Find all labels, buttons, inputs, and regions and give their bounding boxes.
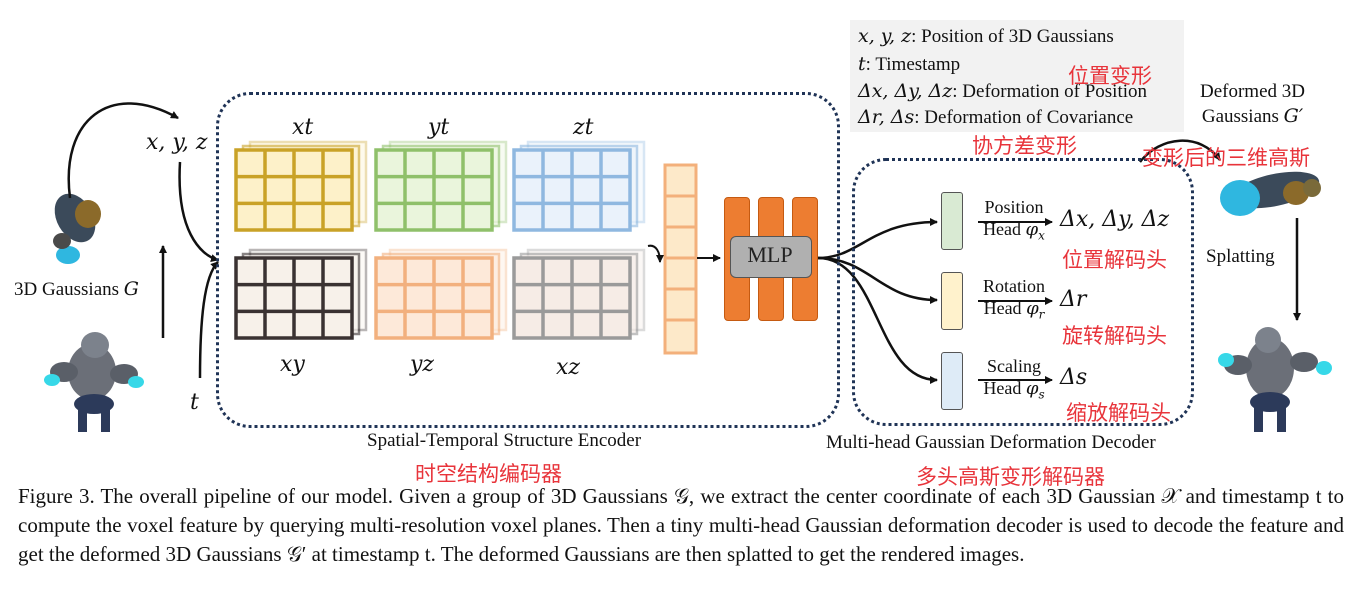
legend-text-4: : Deformation of Covariance — [914, 107, 1134, 128]
arrow-decoder-to-deformed — [1139, 139, 1222, 163]
legend-sym-1: x, y, z — [858, 25, 912, 47]
arrow-mlp-to-rotation-head — [817, 256, 938, 304]
legend-zh-position: 位置变形 — [1068, 64, 1152, 88]
encoder-title-zh: 时空结构编码器 — [415, 462, 562, 486]
scaling-output: Δs — [1060, 365, 1088, 390]
arrow-mlp-to-position-head — [817, 218, 938, 260]
input-character-image — [44, 332, 144, 432]
legend-line-3: Δx, Δy, Δz: Deformation of Position — [858, 80, 1147, 103]
deformed-label: Deformed 3D Gaussians G′ — [1200, 80, 1305, 129]
legend-box — [850, 20, 1184, 132]
deformed-label-line2: Gaussians G′ — [1201, 105, 1304, 127]
decoder-panel — [852, 158, 1194, 426]
plane-grid-xt — [234, 140, 368, 232]
deformed-label-zh: 变形后的三维高斯 — [1142, 146, 1310, 170]
decoder-title: Multi-head Gaussian Deformation Decoder — [826, 432, 1156, 453]
scaling-head-name: Scaling — [987, 356, 1041, 376]
encoder-title: Spatial-Temporal Structure Encoder — [367, 430, 642, 451]
rotation-head-label: Rotation Head φr — [976, 275, 1052, 326]
plane-label-xz: xz — [556, 355, 580, 380]
plane-label-xt: xt — [292, 115, 314, 140]
rotation-head-box — [941, 272, 963, 330]
deformed-label-line1: Deformed 3D — [1200, 81, 1305, 102]
position-head-label: Position Head φx — [976, 196, 1052, 247]
rendered-character-image — [1218, 327, 1332, 432]
legend-sym-4: Δr, Δs — [858, 106, 915, 128]
mlp-label-box — [730, 236, 812, 278]
legend-line-4: Δr, Δs: Deformation of Covariance — [858, 106, 1133, 129]
scaling-head-sub: Head φs — [983, 378, 1045, 402]
plane-grid-zt — [512, 140, 646, 232]
legend-sym-3: Δx, Δy, Δz — [858, 80, 953, 102]
plane-grid-xy — [234, 248, 368, 340]
plane-label-xy: xy — [280, 352, 305, 377]
scaling-head-zh: 缩放解码头 — [1066, 401, 1171, 425]
position-output: Δx, Δy, Δz — [1060, 207, 1170, 232]
rotation-head-zh: 旋转解码头 — [1062, 324, 1167, 348]
encoder-panel — [216, 92, 840, 428]
arrow-blob-to-xyz — [67, 102, 179, 199]
scaling-head-box — [941, 352, 963, 410]
plane-label-zt: zt — [573, 115, 594, 140]
scaling-head-label: Scaling Head φs — [976, 355, 1052, 406]
plane-grid-yz — [374, 248, 508, 340]
input-gaussians-label: 3D Gaussians G — [14, 278, 139, 300]
position-head-sub: Head φx — [983, 219, 1045, 243]
legend-sym-2: t — [858, 53, 866, 75]
figure-caption-text: Figure 3. The overall pipeline of our mo… — [18, 484, 1344, 566]
plane-grid-yt — [374, 140, 508, 232]
splatting-label: Splatting — [1206, 246, 1275, 267]
plane-label-yt: yt — [428, 115, 450, 140]
legend-zh-covariance: 协方差变形 — [972, 134, 1077, 158]
decoder-title-zh: 多头高斯变形解码器 — [916, 465, 1105, 489]
position-head-name: Position — [984, 197, 1044, 217]
legend-text-1: : Position of 3D Gaussians — [911, 26, 1114, 47]
rotation-head-sub: Head φr — [983, 298, 1045, 322]
legend-line-1: x, y, z: Position of 3D Gaussians — [858, 25, 1114, 48]
arrow-t-to-encoder — [198, 261, 219, 379]
input-gaussians-blob — [53, 193, 101, 264]
legend-text-3: : Deformation of Position — [952, 81, 1147, 102]
position-head-box — [941, 192, 963, 250]
legend-text-2: : Timestamp — [865, 54, 961, 75]
plane-grid-xz — [512, 248, 646, 340]
input-t-label: t — [190, 390, 199, 415]
arrow-planes-to-vector — [647, 244, 664, 263]
arrow-xyz-to-encoder — [178, 161, 219, 262]
position-head-zh: 位置解码头 — [1062, 248, 1167, 272]
input-xyz-label: x, y, z — [146, 130, 208, 155]
rotation-output: Δr — [1060, 287, 1087, 312]
feature-vector — [663, 163, 698, 355]
plane-label-yz: yz — [410, 352, 435, 377]
deformed-gaussians-blob — [1220, 171, 1321, 216]
figure-caption: Figure 3. The overall pipeline of our mo… — [18, 482, 1344, 569]
rotation-head-name: Rotation — [983, 276, 1045, 296]
mlp-label: MLP — [747, 242, 793, 267]
legend-line-2: t: Timestamp — [858, 53, 960, 76]
